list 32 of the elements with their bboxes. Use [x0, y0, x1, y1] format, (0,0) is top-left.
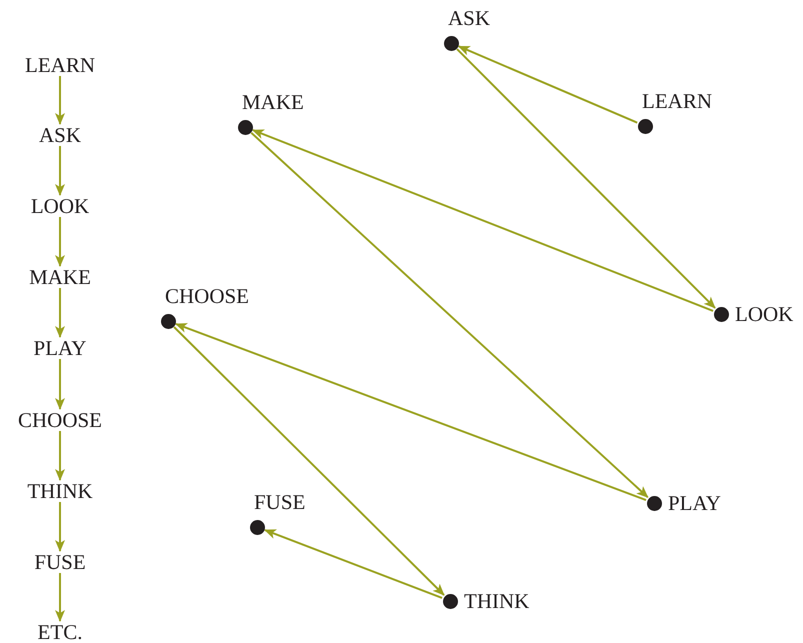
step-label: PLAY [34, 337, 86, 359]
node-label: ASK [448, 6, 490, 30]
arrow [173, 326, 445, 596]
arrow [458, 45, 638, 124]
arrow [55, 146, 65, 196]
step-label: ASK [39, 124, 81, 146]
node-label: FUSE [254, 490, 306, 514]
step-label: CHOOSE [18, 409, 102, 431]
node-label: CHOOSE [165, 284, 250, 308]
step-label: ETC. [38, 621, 82, 643]
step-label: LEARN [25, 54, 95, 76]
arrow [250, 132, 648, 498]
arrow [456, 48, 716, 309]
arrow [55, 431, 65, 481]
arrow [55, 288, 65, 338]
arrow [55, 573, 65, 622]
step-label: LOOK [30, 195, 90, 217]
node-label: LOOK [735, 302, 794, 326]
arrow [252, 129, 714, 312]
step-label: THINK [27, 480, 93, 502]
arrow [55, 359, 65, 410]
arrow [264, 529, 442, 599]
step-label: FUSE [34, 551, 86, 573]
arrow [55, 76, 65, 125]
step-label: MAKE [29, 266, 91, 288]
node-label: LEARN [642, 89, 712, 113]
arrow [175, 323, 646, 501]
arrow [55, 502, 65, 552]
arrow [55, 217, 65, 267]
node-label: THINK [464, 589, 530, 613]
node-label: MAKE [242, 90, 304, 114]
node-label: PLAY [668, 491, 721, 515]
